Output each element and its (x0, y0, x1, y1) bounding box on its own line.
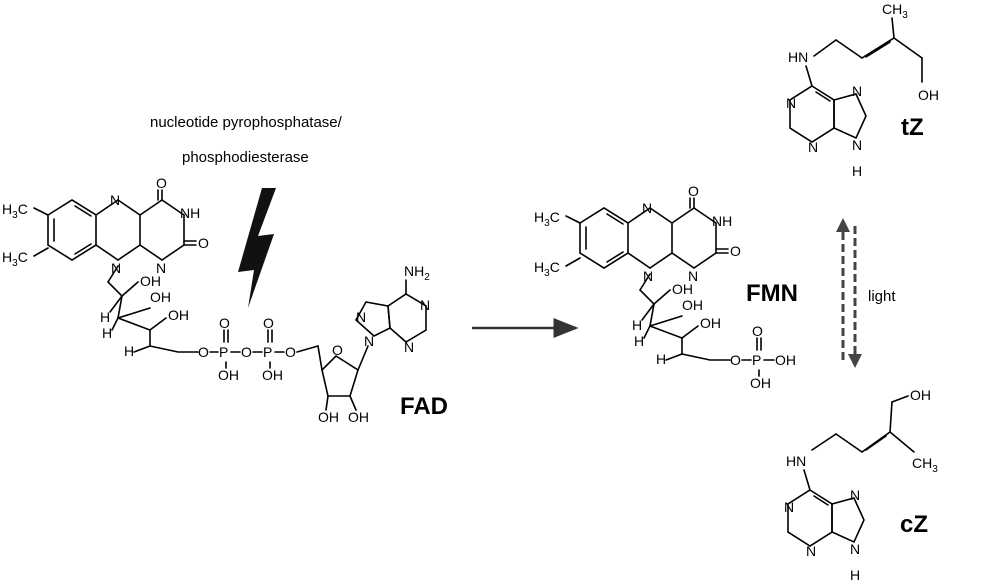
fmn-nh: NH (712, 213, 732, 229)
fmn-label: FMN (746, 280, 798, 307)
cz-n: N (850, 487, 860, 503)
fad-h: H (124, 343, 134, 359)
cz-hn: HN (786, 453, 806, 469)
fad-o: O (263, 315, 274, 331)
fad-h3c-lower: H3C (2, 249, 28, 269)
fad-o: O (219, 315, 230, 331)
fad-h: H (102, 325, 112, 341)
cz-n: N (784, 499, 794, 515)
fmn-oh: OH (775, 352, 796, 368)
fad-nh: NH (180, 205, 200, 221)
cleavage-bolt-icon (238, 188, 276, 308)
up-arrowhead-icon (836, 218, 850, 232)
fmn-h: H (632, 317, 642, 333)
fmn-oh: OH (682, 297, 703, 313)
fmn-o: O (730, 352, 741, 368)
enzyme-name-line2: phosphodiesterase (182, 149, 309, 166)
cz-label: cZ (900, 511, 928, 538)
fmn-h3c-upper: H3C (534, 209, 560, 229)
fad-ribose-o: O (332, 342, 343, 358)
fad-label: FAD (400, 393, 448, 420)
fad-n: N (110, 192, 120, 208)
fad-o: O (285, 344, 296, 360)
tz-oh: OH (918, 87, 939, 103)
fad-o: O (241, 344, 252, 360)
fad-oh: OH (140, 273, 161, 289)
fad-oh: OH (150, 289, 171, 305)
fad-h: H (100, 309, 110, 325)
fmn-n: N (688, 268, 698, 284)
tz-hn: HN (788, 49, 808, 65)
tz-n: N (852, 83, 862, 99)
tz-structure: CH3 OH HN N N N N H tZ (786, 1, 939, 179)
fad-oh: OH (262, 367, 283, 383)
tz-h: H (852, 163, 862, 179)
cz-ch3: CH3 (912, 455, 938, 475)
light-label: light (868, 288, 896, 305)
tz-label: tZ (901, 114, 924, 141)
tz-ch3: CH3 (882, 1, 908, 21)
fad-h3c-upper: H3C (2, 201, 28, 221)
fad-oh: OH (348, 409, 369, 425)
cz-n: N (806, 543, 816, 559)
fmn-structure: H3C H3C N N O NH O N OH OH (534, 183, 798, 391)
fad-o: O (156, 175, 167, 191)
tz-n: N (786, 95, 796, 111)
fmn-n: N (642, 200, 652, 216)
enzyme-name-line1: nucleotide pyrophosphatase/ (150, 114, 343, 131)
cz-structure: OH CH3 HN N N N N H cZ (784, 387, 938, 583)
fmn-o: O (752, 323, 763, 339)
fad-n: N (404, 339, 414, 355)
fmn-h: H (656, 351, 666, 367)
cz-n: N (850, 541, 860, 557)
fad-oh: OH (168, 307, 189, 323)
fmn-o: O (730, 243, 741, 259)
fmn-oh: OH (700, 315, 721, 331)
fad-p: P (263, 344, 272, 360)
isomerization-arrows: light (836, 218, 896, 368)
cz-oh: OH (910, 387, 931, 403)
fad-structure: H3C H3C N N O NH O N (2, 175, 448, 425)
cz-h: H (850, 567, 860, 583)
fmn-o: O (688, 183, 699, 199)
fad-n: N (364, 333, 374, 349)
fmn-p: P (752, 352, 761, 368)
fmn-oh: OH (672, 281, 693, 297)
fad-nh2: NH2 (404, 263, 430, 283)
fad-n: N (156, 260, 166, 276)
down-arrowhead-icon (848, 354, 862, 368)
fad-p: P (219, 344, 228, 360)
fad-o: O (198, 344, 209, 360)
fad-oh: OH (218, 367, 239, 383)
tz-n: N (808, 139, 818, 155)
fmn-oh: OH (750, 375, 771, 391)
fmn-h3c-lower: H3C (534, 259, 560, 279)
fad-oh: OH (318, 409, 339, 425)
tz-n: N (852, 137, 862, 153)
fad-o: O (198, 235, 209, 251)
fad-n: N (420, 297, 430, 313)
fmn-h: H (634, 333, 644, 349)
fad-n: N (356, 309, 366, 325)
